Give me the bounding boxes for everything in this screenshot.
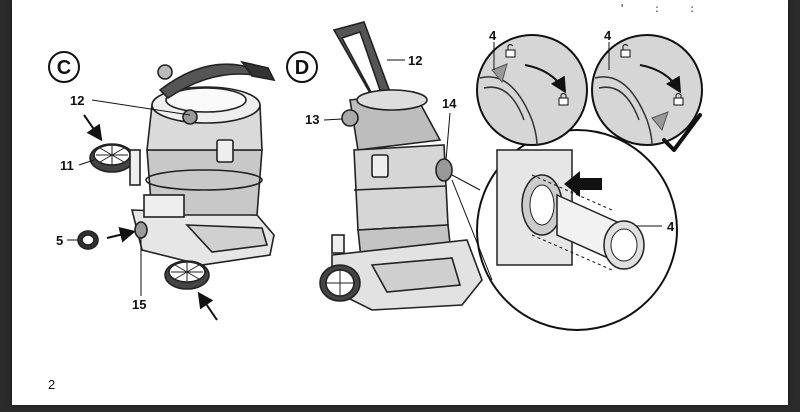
rotate-arrow-right [639,64,682,94]
leader-d-13 [323,118,343,121]
callout-c-15: 15 [132,297,146,312]
corner-marks: ' : : [620,2,708,15]
arrow-c-wheel-top [83,114,103,142]
callout-d-4-detail: 4 [667,219,675,234]
lock-icon-2 [673,93,684,106]
figure-c: C [48,51,276,321]
checkmark-icon [662,113,702,152]
detail-lock-right: 4 [591,28,703,152]
section-c-label: C [57,57,71,79]
rotate-arrow-left [524,64,567,94]
leader-c-12 [91,99,191,116]
callout-c-5: 5 [56,233,63,248]
wheel-c-top [89,143,135,173]
manual-page: ' : : C [12,0,788,405]
detail-socket-magnified: 4 [451,129,678,331]
unlock-icon-2 [620,44,631,58]
section-c-circle [48,51,80,83]
callout-d-13: 13 [305,112,319,127]
illustration-canvas: C [48,21,703,331]
callout-c-12: 12 [70,93,84,108]
arrow-c-wheel-bottom [197,291,218,321]
vacuum-c-drawing [77,60,276,290]
callout-c-11: 11 [60,158,74,173]
leader-d-14 [445,112,451,161]
callout-d-4-left: 4 [489,28,497,43]
callout-d-14: 14 [442,96,457,111]
arrow-marker-open [491,63,508,84]
section-d-circle [286,51,318,83]
leader-c-11 [78,159,95,166]
lock-icon [558,93,569,106]
wheel-d [319,264,361,302]
cap-item-5 [77,230,99,250]
vacuum-d-drawing [319,21,483,311]
figure-d: D [286,21,703,331]
page-number: 2 [48,377,56,392]
arrow-marker-closed [651,111,669,132]
unlock-icon [505,44,516,58]
callout-d-4-right: 4 [604,28,612,43]
detail-lock-left: 4 [476,28,588,146]
callout-d-12: 12 [408,53,422,68]
arrow-c-cap [106,227,136,243]
wheel-c-bottom [164,260,210,290]
section-d-label: D [295,57,309,79]
insert-arrow [564,171,602,197]
